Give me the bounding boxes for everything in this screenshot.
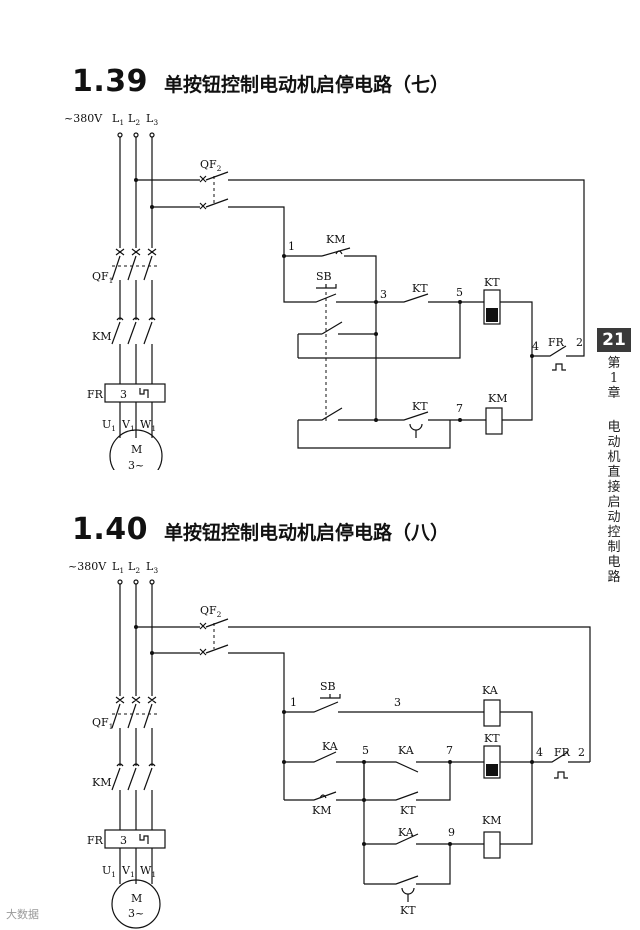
node-3: 3 [380, 288, 387, 301]
node-2: 2 [578, 746, 585, 759]
motor-label: M [131, 892, 142, 905]
thermal-relay-FR: 3 FR [87, 829, 166, 884]
label-QF1: QF1 [92, 270, 113, 285]
node-1: 1 [290, 696, 297, 709]
phase-label-L1: L1 [112, 112, 124, 127]
label-KA-contact-1: KA [322, 740, 339, 753]
label-KM-aux: KM [326, 233, 345, 246]
chapter-page-tab: 21 [597, 328, 631, 352]
chapter-label: 第1章 [607, 356, 621, 401]
node-2: 2 [576, 336, 583, 349]
label-FR-contact: FR [548, 336, 565, 349]
node-1: 1 [288, 240, 295, 253]
circuit-diagram-1-39: ~380V L1 L2 L3 QF2 QF1 KM 3 FR [64, 112, 585, 470]
terminal-V1: V1 [121, 864, 135, 879]
section-number: 1.39 [72, 64, 149, 99]
label-KA-coil: KA [482, 684, 499, 697]
chapter-subtitle: 电动机直接启动控制电路 [607, 420, 621, 585]
fr-box-number: 3 [120, 834, 127, 847]
node-9: 9 [448, 826, 455, 839]
label-QF1: QF1 [92, 716, 113, 731]
label-KT-contact: KT [400, 804, 416, 817]
motor-M: M 3~ [111, 879, 161, 929]
label-KT-delay: KT [400, 904, 416, 917]
label-KT-coil: KT [484, 732, 500, 745]
node-4: 4 [536, 746, 543, 759]
node-4: 4 [532, 340, 539, 353]
node-5: 5 [362, 744, 369, 757]
breaker-QF2: QF2 [199, 604, 591, 762]
phase-label-L2: L2 [128, 112, 140, 127]
section-1-39-title: 1.39 单按钮控制电动机启停电路（七） [72, 64, 449, 99]
label-KM-coil: KM [488, 392, 507, 405]
label-QF2: QF2 [200, 158, 222, 173]
label-KT-contact: KT [412, 282, 428, 295]
control-circuit: 1 KM SB 3 KT 5 KT 4 FR 2 [282, 233, 585, 449]
label-KT-delay: KT [412, 400, 428, 413]
label-SB: SB [320, 680, 336, 693]
section-heading: 单按钮控制电动机启停电路（七） [164, 74, 450, 96]
motor-phase-label: 3~ [128, 907, 144, 920]
section-number: 1.40 [72, 512, 149, 547]
section-1-40-title: 1.40 单按钮控制电动机启停电路（八） [72, 512, 449, 547]
terminal-U1: U1 [102, 418, 116, 433]
terminal-W1: W1 [140, 418, 156, 433]
three-phase-lines [117, 579, 200, 696]
three-phase-lines [117, 132, 200, 248]
terminal-U1: U1 [102, 864, 116, 879]
node-5: 5 [456, 286, 463, 299]
phase-label-L1: L1 [112, 560, 124, 575]
label-KA-contact-2: KA [398, 744, 415, 757]
label-FR: FR [87, 834, 104, 847]
motor-M: M 3~ [109, 429, 163, 470]
motor-phase-label: 3~ [128, 459, 144, 470]
motor-label: M [131, 443, 142, 456]
main-contactor-KM: KM [92, 317, 156, 384]
label-KM-aux: KM [312, 804, 331, 817]
label-SB: SB [316, 270, 332, 283]
terminal-V1: V1 [121, 418, 135, 433]
node-3: 3 [394, 696, 401, 709]
section-heading: 单按钮控制电动机启停电路（八） [164, 522, 450, 544]
breaker-QF1: QF1 [92, 696, 158, 766]
label-KA-contact-3: KA [398, 826, 415, 839]
label-KM-coil: KM [482, 814, 501, 827]
fr-box-number: 3 [120, 388, 127, 401]
label-FR-contact: FR [554, 746, 571, 759]
label-QF2: QF2 [200, 604, 222, 619]
breaker-QF2: QF2 [199, 158, 585, 340]
phase-label-L3: L3 [146, 560, 158, 575]
label-KT-coil: KT [484, 276, 500, 289]
label-FR: FR [87, 388, 104, 401]
terminal-W1: W1 [140, 864, 156, 879]
phase-label-L3: L3 [146, 112, 158, 127]
thermal-relay-FR: 3 FR [87, 383, 166, 438]
node-7: 7 [456, 402, 463, 415]
breaker-QF1: QF1 [92, 248, 158, 320]
label-KM-main: KM [92, 330, 111, 343]
supply-voltage-label: ~380V [64, 112, 103, 125]
control-circuit: 1 SB 3 KA KA 5 KM KA 7 KT KT 4 [282, 680, 590, 917]
main-contactor-KM: KM [92, 763, 156, 830]
label-KM-main: KM [92, 776, 111, 789]
node-7: 7 [446, 744, 453, 757]
phase-label-L2: L2 [128, 560, 140, 575]
watermark: 大数据 [6, 908, 39, 921]
supply-voltage-label: ~380V [68, 560, 107, 573]
